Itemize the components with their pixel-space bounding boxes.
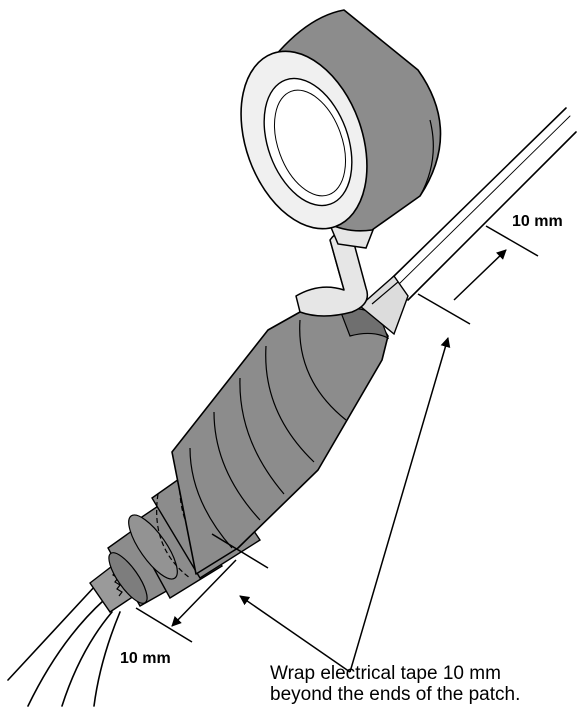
extension-line (135, 607, 193, 643)
leader-arrow-top (349, 337, 451, 673)
extension-line (485, 225, 539, 257)
tape-roll (240, 9, 442, 232)
dimension-label-top: 10 mm (512, 213, 563, 230)
extension-line (417, 293, 471, 325)
dimension-arrow (453, 249, 507, 301)
dimension-arrow (171, 559, 237, 627)
callout-leaders (239, 337, 451, 673)
leader-arrow-bottom (239, 595, 351, 673)
dimension-bottom: 10 mm (120, 533, 269, 667)
patch-end (358, 274, 409, 336)
caption-line-1: Wrap electrical tape 10 mm (270, 663, 501, 684)
dimension-top: 10 mm (417, 213, 563, 325)
caption-line-2: beyond the ends of the patch. (270, 684, 520, 705)
dimension-label-bottom: 10 mm (120, 650, 171, 667)
cable-upper (391, 107, 577, 301)
taped-section (171, 301, 390, 575)
extension-line (211, 533, 269, 569)
wires-lower-left (7, 584, 121, 707)
